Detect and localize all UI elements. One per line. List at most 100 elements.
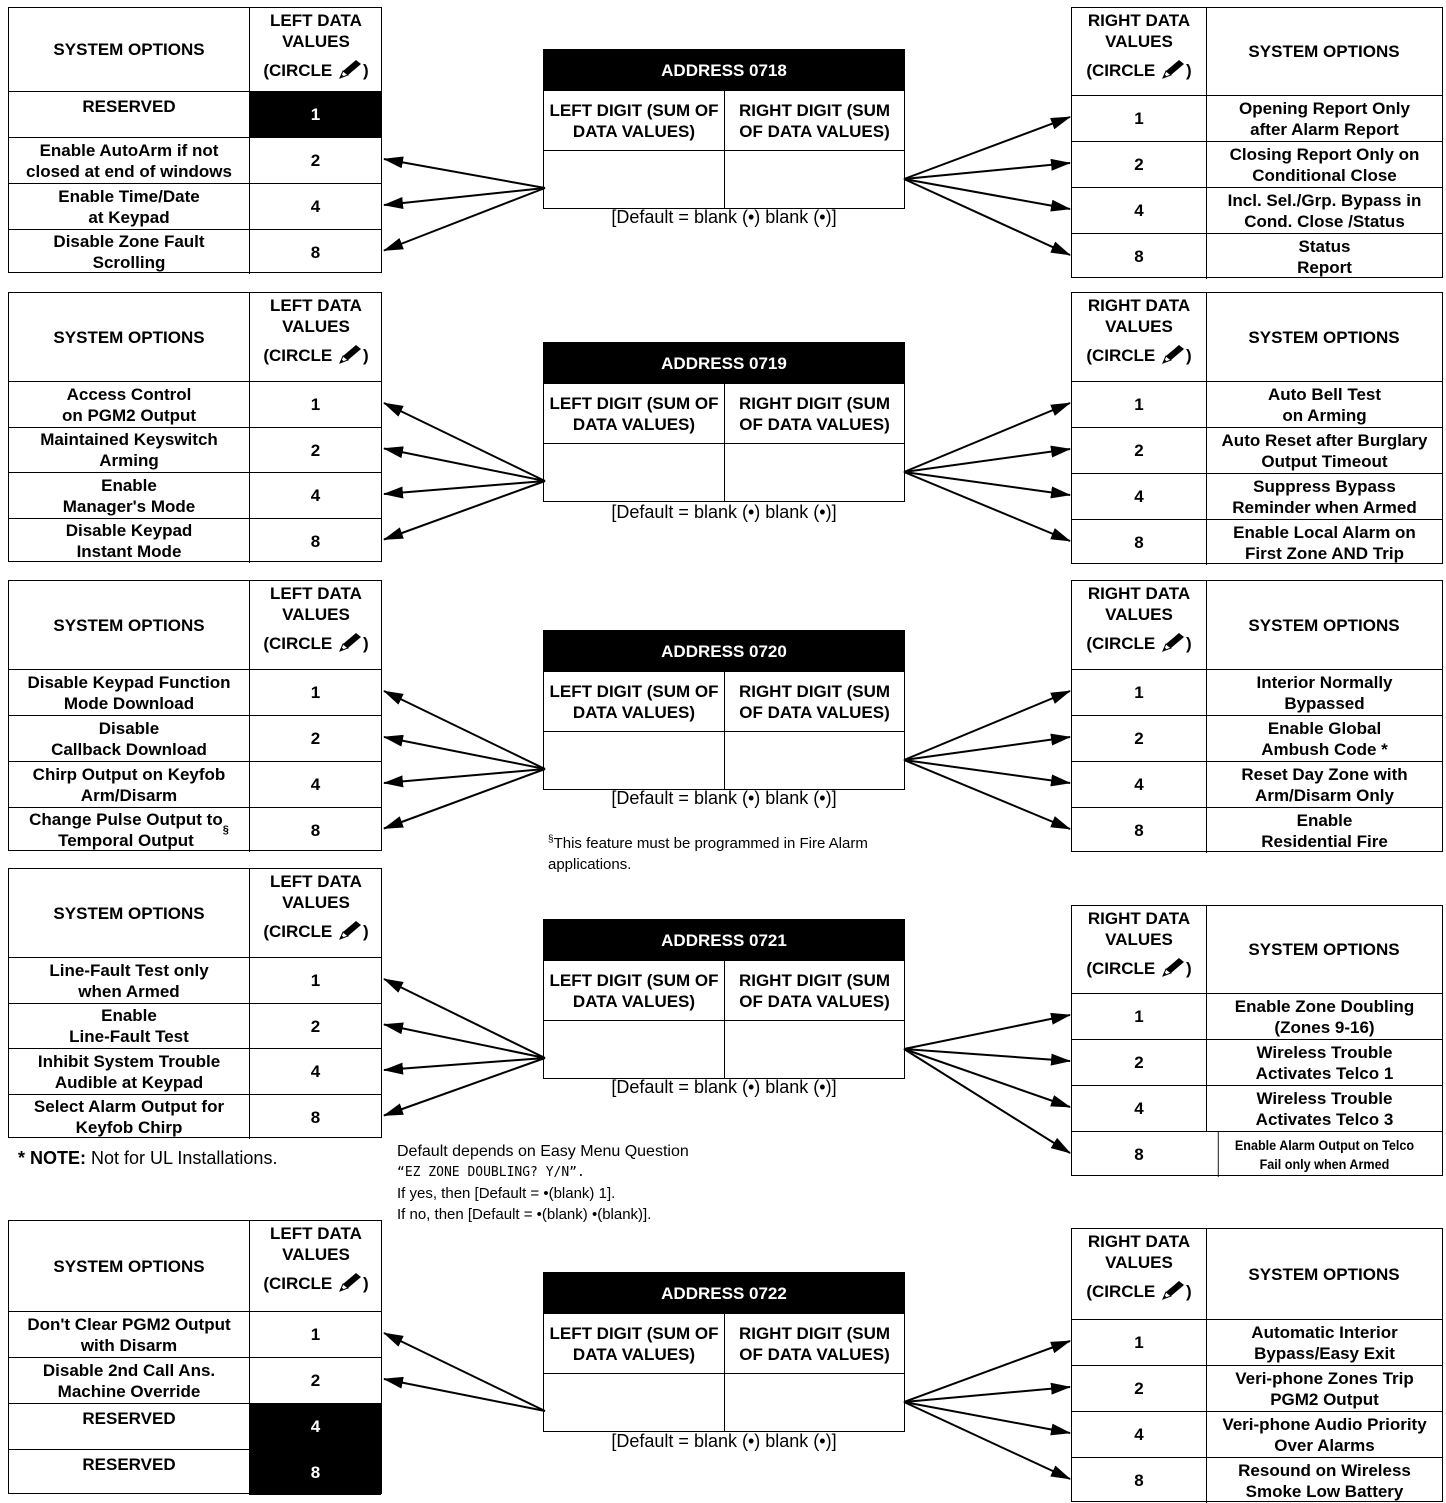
data-value[interactable]: 8 — [1134, 533, 1144, 552]
data-value[interactable]: 8 — [1134, 1145, 1144, 1164]
option-label: Disable Keypad Instant Mode — [65, 521, 193, 561]
ul-note-text: Not for UL Installations. — [91, 1148, 278, 1168]
arrow — [383, 1057, 546, 1117]
values-header-line1: LEFT DATA — [270, 296, 362, 315]
system-options-header: SYSTEM OPTIONS — [53, 40, 205, 59]
arrow — [903, 690, 1071, 761]
ez-note-line: If no, then [Default = •(blank) •(blank)… — [397, 1206, 652, 1223]
data-value[interactable]: 4 — [1134, 1099, 1144, 1118]
data-value[interactable]: 2 — [1134, 155, 1144, 174]
data-value[interactable]: 1 — [1134, 683, 1144, 702]
data-value[interactable]: 2 — [249, 1358, 381, 1403]
data-value[interactable]: 1 — [1134, 109, 1144, 128]
data-value[interactable]: 4 — [249, 473, 381, 518]
data-value[interactable]: 4 — [1134, 775, 1144, 794]
data-value[interactable]: 4 — [1134, 487, 1144, 506]
data-value[interactable]: 2 — [249, 138, 381, 183]
arrow — [903, 1048, 1071, 1154]
data-value[interactable]: 2 — [1134, 729, 1144, 748]
data-value[interactable]: 1 — [1134, 395, 1144, 414]
values-header-line2: VALUES — [282, 1245, 350, 1264]
column-divider — [249, 293, 250, 381]
circle-label: (CIRCLE — [263, 1274, 333, 1293]
data-value[interactable]: 1 — [1134, 1333, 1144, 1352]
data-value[interactable]: 1 — [249, 382, 381, 427]
data-value[interactable]: 8 — [1134, 821, 1144, 840]
data-value[interactable]: 1 — [1134, 1007, 1144, 1026]
data-value: 8 — [249, 1450, 381, 1495]
system-options-header: SYSTEM OPTIONS — [53, 903, 205, 923]
arrow — [903, 471, 1071, 499]
data-value[interactable]: 2 — [1134, 441, 1144, 460]
default-value: [Default = blank (•) blank (•)] — [611, 502, 837, 522]
arrow — [903, 759, 1071, 787]
circle-close: ) — [1186, 959, 1192, 978]
option-row: Enable AutoArm if not closed at end of w… — [9, 137, 381, 183]
data-value[interactable]: 4 — [249, 184, 381, 229]
circle-close: ) — [1186, 634, 1192, 653]
address-title: ADDRESS 0721 — [544, 920, 904, 961]
digit-headers: LEFT DIGIT (SUM OF DATA VALUES)RIGHT DIG… — [544, 1314, 904, 1374]
column-divider — [1206, 581, 1207, 669]
system-options-header: SYSTEM OPTIONS — [1248, 327, 1400, 347]
data-value[interactable]: 2 — [1134, 1379, 1144, 1398]
circle-label: (CIRCLE — [1086, 1282, 1156, 1301]
circle-instruction: (CIRCLE ) — [249, 58, 383, 81]
data-value[interactable]: 2 — [249, 428, 381, 472]
data-value[interactable]: 4 — [1134, 201, 1144, 220]
data-value[interactable]: 1 — [249, 958, 381, 1003]
option-label: Closing Report Only on Conditional Close — [1206, 142, 1442, 187]
data-value[interactable]: 8 — [249, 519, 381, 563]
option-label: Maintained Keyswitch Arming — [40, 430, 218, 470]
pencil-icon — [339, 60, 361, 79]
data-value[interactable]: 4 — [249, 1049, 381, 1094]
values-header-line1: LEFT DATA — [270, 1224, 362, 1243]
data-value[interactable]: 8 — [249, 230, 381, 274]
data-value[interactable]: 1 — [249, 1312, 381, 1357]
ez-note-line: Default depends on Easy Menu Question — [397, 1143, 689, 1160]
circle-instruction: (CIRCLE ) — [249, 919, 383, 942]
data-value[interactable]: 8 — [1134, 1471, 1144, 1490]
default-value: [Default = blank (•) blank (•)] — [611, 788, 837, 808]
data-value[interactable]: 1 — [249, 670, 381, 715]
data-value[interactable]: 2 — [249, 716, 381, 761]
data-value[interactable]: 2 — [1134, 1053, 1144, 1072]
digit-divider — [724, 961, 725, 1078]
data-value[interactable]: 2 — [249, 1004, 381, 1048]
address-title: ADDRESS 0722 — [544, 1273, 904, 1314]
data-value[interactable]: 8 — [249, 808, 381, 852]
arrow — [383, 187, 546, 252]
option-label: RESERVED — [82, 1409, 176, 1428]
option-label: Auto Reset after Burglary Output Timeout — [1206, 428, 1442, 473]
right-digit-header: RIGHT DIGIT (SUM OF DATA VALUES) — [738, 681, 891, 722]
values-header-line2: VALUES — [1105, 1253, 1173, 1272]
circle-instruction: (CIRCLE ) — [249, 343, 383, 366]
data-value[interactable]: 8 — [249, 1095, 381, 1139]
option-label: Status Report — [1206, 234, 1442, 279]
data-value[interactable]: 4 — [249, 762, 381, 807]
pencil-icon — [1162, 1281, 1184, 1300]
arrow — [903, 445, 1071, 473]
option-label: Veri-phone Audio Priority Over Alarms — [1206, 1412, 1442, 1457]
address-title: ADDRESS 0720 — [544, 631, 904, 672]
system-options-header: SYSTEM OPTIONS — [1248, 615, 1400, 635]
column-divider — [249, 581, 250, 669]
data-value[interactable]: 4 — [1134, 1425, 1144, 1444]
values-header-line1: RIGHT DATA — [1087, 584, 1191, 603]
data-value[interactable]: 8 — [1134, 247, 1144, 266]
